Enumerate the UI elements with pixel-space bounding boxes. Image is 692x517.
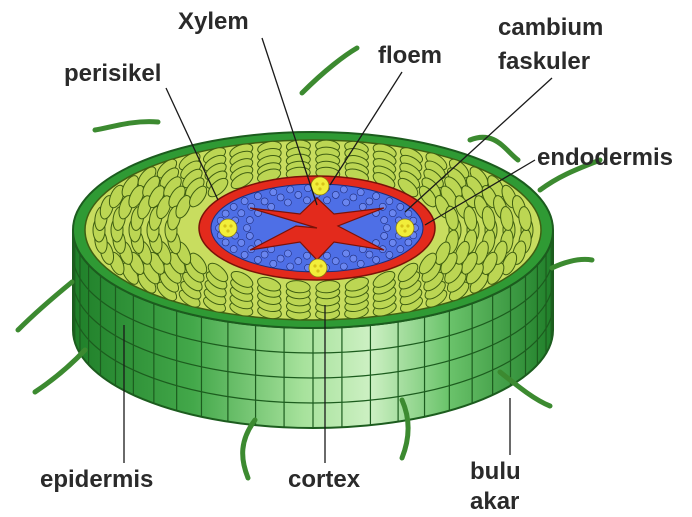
phloem-cell	[340, 263, 347, 270]
phloem-cell	[397, 246, 404, 253]
label-endodermis: endodermis	[537, 144, 673, 171]
phloem-cell	[373, 256, 380, 263]
root-hair	[18, 282, 72, 330]
phloem-cell	[304, 252, 311, 259]
cambium-cell	[229, 224, 232, 227]
phloem-cell	[384, 225, 391, 232]
phloem-cell	[381, 232, 388, 239]
root-hair	[243, 420, 255, 478]
label-cambium-line1: cambium	[498, 14, 603, 41]
cambium-cell	[321, 182, 324, 185]
phloem-cell	[287, 186, 294, 193]
phloem-cell	[222, 239, 229, 246]
phloem-cell	[332, 191, 339, 198]
phloem-cell	[389, 210, 396, 217]
cambium-cluster-bottom	[309, 259, 327, 277]
cambium-cluster-left	[219, 219, 237, 237]
phloem-cell	[246, 232, 253, 239]
label-floem: floem	[378, 42, 442, 69]
root-hair	[402, 400, 408, 458]
phloem-cell	[332, 258, 339, 265]
label-bulu: bulu	[470, 458, 521, 485]
cambium-cluster-right	[396, 219, 414, 237]
cambium-cell	[319, 264, 322, 267]
phloem-cell	[238, 210, 245, 217]
phloem-cell	[350, 194, 357, 201]
phloem-cell	[324, 197, 331, 204]
phloem-cell	[270, 189, 277, 196]
phloem-cell	[397, 203, 404, 210]
cambium-cell	[400, 224, 403, 227]
phloem-cell	[381, 217, 388, 224]
phloem-cell	[405, 239, 412, 246]
phloem-cell	[295, 258, 302, 265]
phloem-cell	[295, 191, 302, 198]
phloem-cell	[261, 198, 268, 205]
phloem-cell	[254, 193, 261, 200]
phloem-cell	[284, 250, 291, 257]
cambium-cell	[403, 229, 406, 232]
stele	[199, 176, 435, 280]
phloem-cell	[386, 198, 393, 205]
phloem-cell	[230, 246, 237, 253]
phloem-cell	[366, 198, 373, 205]
phloem-cell	[230, 203, 237, 210]
phloem-cell	[277, 194, 284, 201]
phloem-cell	[343, 199, 350, 206]
phloem-cell	[241, 198, 248, 205]
phloem-cell	[350, 255, 357, 262]
cambium-cell	[316, 269, 319, 272]
phloem-cell	[261, 251, 268, 258]
phloem-cell	[246, 217, 253, 224]
cambium-cell	[226, 229, 229, 232]
phloem-cell	[357, 260, 364, 267]
phloem-cell	[238, 239, 245, 246]
phloem-cell	[357, 189, 364, 196]
root-hair	[302, 48, 357, 93]
phloem-cell	[254, 256, 261, 263]
phloem-cell	[277, 255, 284, 262]
root-hair	[95, 122, 158, 130]
label-cambium-line2: faskuler	[498, 48, 590, 75]
cambium-cluster-top	[311, 177, 329, 195]
phloem-cell	[324, 252, 331, 259]
phloem-cell	[287, 263, 294, 270]
phloem-cell	[270, 260, 277, 267]
phloem-cell	[386, 251, 393, 258]
phloem-cell	[389, 239, 396, 246]
cambium-cell	[315, 182, 318, 185]
label-xylem: Xylem	[178, 8, 249, 35]
phloem-cell	[284, 199, 291, 206]
phloem-cell	[373, 193, 380, 200]
phloem-cell	[359, 203, 366, 210]
root-hair	[470, 137, 518, 160]
phloem-cell	[222, 210, 229, 217]
root-hair	[552, 259, 592, 268]
phloem-cell	[343, 250, 350, 257]
phloem-cell	[268, 203, 275, 210]
label-perisikel: perisikel	[64, 60, 161, 87]
phloem-cell	[366, 251, 373, 258]
phloem-cell	[244, 225, 251, 232]
phloem-cell	[340, 186, 347, 193]
phloem-cell	[304, 197, 311, 204]
cambium-cell	[223, 224, 226, 227]
phloem-cell	[241, 251, 248, 258]
label-cortex: cortex	[288, 466, 360, 493]
cambium-cell	[318, 187, 321, 190]
cambium-cell	[313, 264, 316, 267]
root-hair	[35, 350, 85, 392]
label-akar: akar	[470, 488, 519, 515]
cambium-cell	[406, 224, 409, 227]
label-epidermis: epidermis	[40, 466, 153, 493]
